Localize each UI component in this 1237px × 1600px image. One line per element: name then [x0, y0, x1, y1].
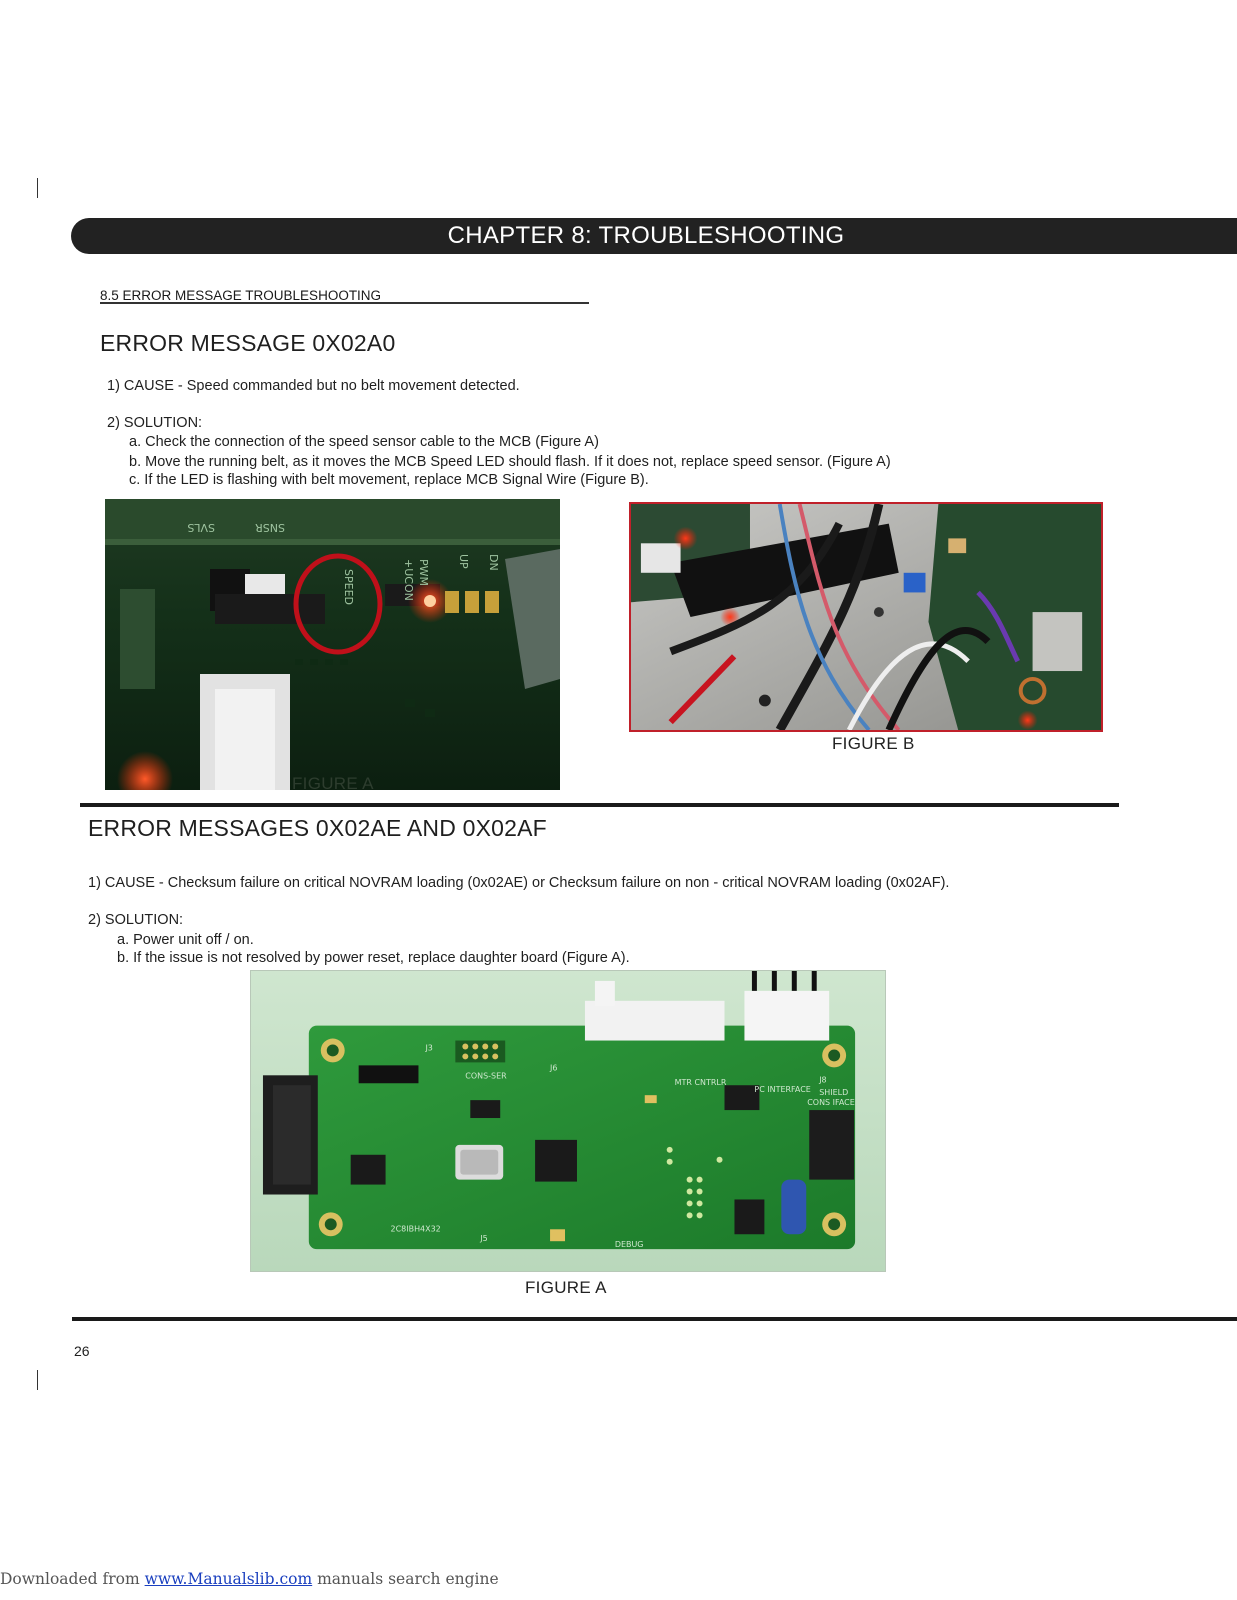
footer-suffix: manuals search engine — [312, 1570, 499, 1588]
error1-cause: 1) CAUSE - Speed commanded but no belt m… — [107, 378, 520, 394]
figure-a-label-snsr: SNSR — [255, 521, 285, 534]
bottom-rule — [72, 1317, 1237, 1321]
figure-a-photo-daughter-board: CONS-SER MTR CNTRLR PC INTERFACE CONS IF… — [250, 970, 886, 1272]
chapter-title: CHAPTER 8: TROUBLESHOOTING — [447, 222, 845, 249]
page-number: 26 — [74, 1343, 90, 1359]
footer-prefix: Downloaded from — [0, 1570, 145, 1588]
figure-a-board-label-shield: SHIELD — [819, 1088, 848, 1097]
figure-a-caption-error2: FIGURE A — [525, 1278, 607, 1297]
figure-a-board-label-j3: J3 — [424, 1043, 432, 1052]
download-footer: Downloaded from www.Manualslib.com manua… — [0, 1570, 499, 1588]
error1-step-a: a. Check the connection of the speed sen… — [129, 434, 599, 450]
crop-mark-bottom — [37, 1370, 38, 1390]
error2-cause: 1) CAUSE - Checksum failure on critical … — [88, 875, 950, 891]
figure-a-photo-mcb-speed-led: SPEED +UCON PWM UP DN SNSR SVLS — [105, 499, 560, 790]
figure-a-board-label-j6: J6 — [549, 1063, 557, 1072]
figure-a-board-label-serial: 2C8IBH4X32 — [391, 1224, 441, 1233]
footer-manualslib-link[interactable]: www.Manualslib.com — [144, 1570, 313, 1588]
figure-b-photo-signal-wire — [629, 502, 1103, 732]
figure-a-board-label-j8: J8 — [818, 1075, 826, 1084]
figure-a-label-speed: SPEED — [342, 569, 355, 605]
section-underline — [100, 302, 589, 304]
figure-a-label-ucon: +UCON — [402, 559, 415, 601]
figure-a-board-label-cons-iface: CONS IFACE — [807, 1098, 855, 1107]
error-title-0x02ae-0x02af: ERROR MESSAGES 0X02AE AND 0X02AF — [88, 815, 547, 841]
section-divider — [80, 803, 1119, 807]
error1-step-c: c. If the LED is flashing with belt move… — [129, 472, 649, 488]
error2-step-a: a. Power unit off / on. — [117, 932, 254, 948]
error1-step-b: b. Move the running belt, as it moves th… — [129, 454, 891, 470]
figure-a-label-svls: SVLS — [187, 521, 215, 534]
error2-step-b: b. If the issue is not resolved by power… — [117, 950, 630, 966]
figure-a-board-label-cons-ser: CONS-SER — [465, 1071, 507, 1080]
figure-a-label-pwm: PWM — [417, 559, 430, 586]
crop-mark-top — [37, 178, 38, 198]
figure-a-board-label-j5: J5 — [479, 1234, 487, 1243]
error-title-0x02a0: ERROR MESSAGE 0X02A0 — [100, 330, 396, 356]
figure-a-board-label-debug: DEBUG — [615, 1240, 644, 1249]
error2-solution-label: 2) SOLUTION: — [88, 912, 184, 928]
figure-a-label-up: UP — [457, 554, 470, 569]
figure-a-board-label-mtr-cntrlr: MTR CNTRLR — [675, 1078, 727, 1087]
figure-a-caption-error1: FIGURE A — [292, 774, 374, 793]
chapter-header-bar: CHAPTER 8: TROUBLESHOOTING — [71, 218, 1237, 254]
error1-solution-label: 2) SOLUTION: — [107, 415, 203, 431]
figure-b-caption: FIGURE B — [832, 734, 915, 753]
section-heading: 8.5 ERROR MESSAGE TROUBLESHOOTING — [100, 288, 382, 303]
figure-a-label-dn: DN — [487, 554, 500, 571]
figure-a-board-label-pc-interface: PC INTERFACE — [754, 1085, 810, 1094]
